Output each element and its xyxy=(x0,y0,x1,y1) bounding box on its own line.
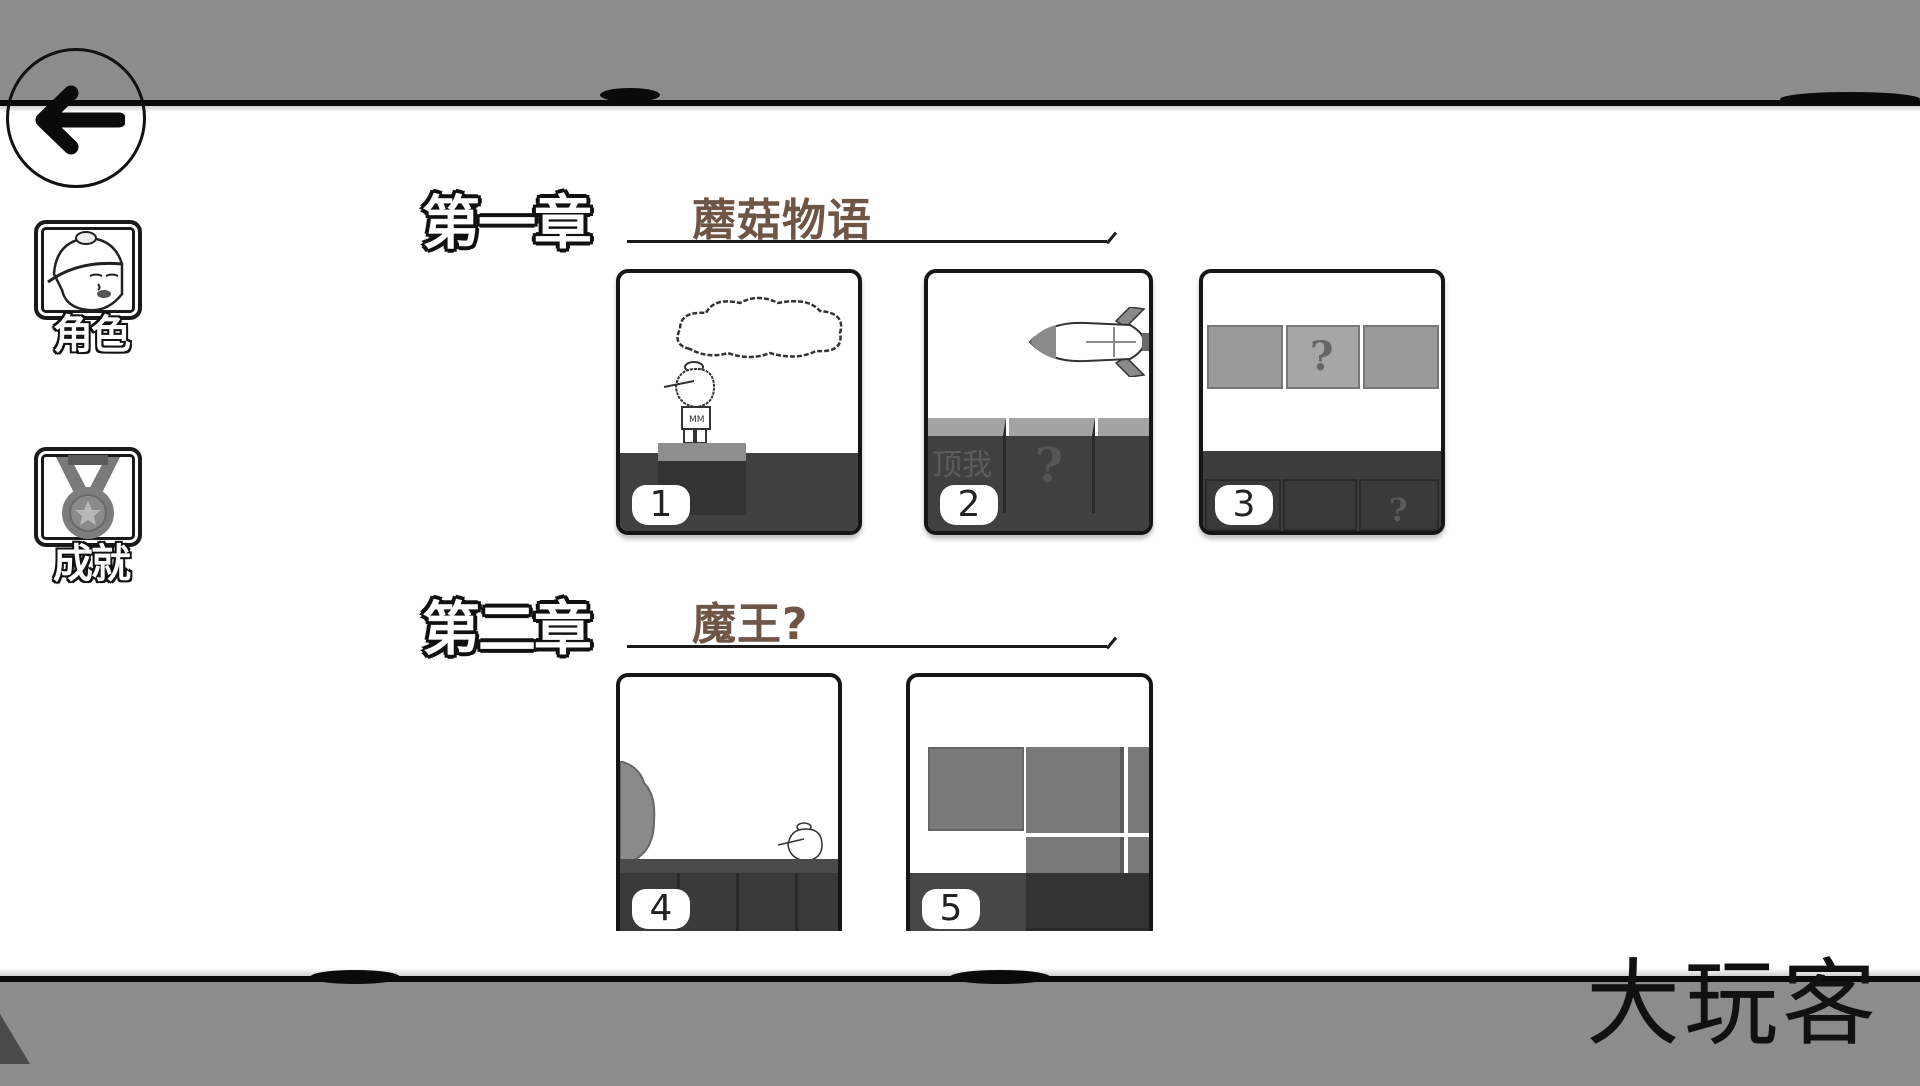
level-card-5[interactable]: 5 xyxy=(906,673,1153,931)
block xyxy=(1128,837,1149,877)
bottom-bar xyxy=(0,970,1920,1086)
sidebar-item-achievements[interactable]: 成就 xyxy=(34,447,148,589)
character-icon: MM xyxy=(663,361,716,444)
top-bar xyxy=(0,0,1920,106)
block xyxy=(1363,325,1439,389)
sidebar-item-label: 角色 xyxy=(52,311,133,360)
back-button[interactable] xyxy=(6,48,146,188)
block-text: 顶我 xyxy=(932,448,992,483)
level-card-3[interactable]: ? ? 3 xyxy=(1199,269,1445,535)
chapter-2-subtitle: 魔王? xyxy=(692,599,809,650)
chapter-1-subtitle: 蘑菇物语 xyxy=(692,195,872,246)
level-number: 5 xyxy=(922,889,980,929)
boulder-icon xyxy=(620,761,656,871)
achievements-frame xyxy=(34,447,142,547)
question-block: ? xyxy=(1286,325,1360,389)
block xyxy=(928,747,1024,831)
chapter-1-title: 第一章 xyxy=(422,189,592,257)
level-number: 4 xyxy=(632,889,690,929)
level-number: 3 xyxy=(1215,485,1273,525)
level-card-2[interactable]: 顶我 ? 2 xyxy=(924,269,1153,535)
question-block: ? xyxy=(1359,479,1439,531)
question-mark: ? xyxy=(1310,333,1334,380)
arrow-left-icon xyxy=(35,85,125,155)
bar-edge-bump xyxy=(600,88,660,102)
level-card-4[interactable]: 4 xyxy=(616,673,842,931)
block xyxy=(1207,325,1283,389)
svg-text:MM: MM xyxy=(689,415,705,425)
block xyxy=(1026,873,1149,931)
block xyxy=(1026,747,1124,833)
level-number: 1 xyxy=(632,485,690,525)
sidebar-item-role[interactable]: 角色 xyxy=(34,220,148,360)
chapter-1-underline xyxy=(627,240,1107,243)
bar-edge-bump xyxy=(950,970,1050,984)
level-card-1[interactable]: MM 1 xyxy=(616,269,862,535)
block xyxy=(1026,837,1124,877)
bar-edge-bump xyxy=(1780,92,1920,106)
question-mark: ? xyxy=(1389,491,1408,529)
watermark: 大玩客 xyxy=(1586,950,1881,1059)
bar-edge-bump xyxy=(310,970,400,984)
block xyxy=(1128,747,1149,833)
chapter-2-title: 第二章 xyxy=(422,595,592,663)
question-block: ? xyxy=(1009,418,1095,513)
medal-icon xyxy=(56,455,120,539)
top-bar-shadow xyxy=(0,106,1920,112)
chapter-2-underline xyxy=(627,645,1107,648)
cloud-icon xyxy=(676,296,843,359)
level-number: 2 xyxy=(940,485,998,525)
character-face-icon xyxy=(47,231,124,312)
block xyxy=(1283,479,1357,531)
role-frame xyxy=(34,220,142,320)
rocket-icon xyxy=(1028,307,1149,377)
question-mark: ? xyxy=(1035,438,1064,494)
sidebar-item-label: 成就 xyxy=(52,540,133,589)
block xyxy=(742,873,798,931)
block xyxy=(683,873,739,931)
block xyxy=(1098,418,1149,513)
